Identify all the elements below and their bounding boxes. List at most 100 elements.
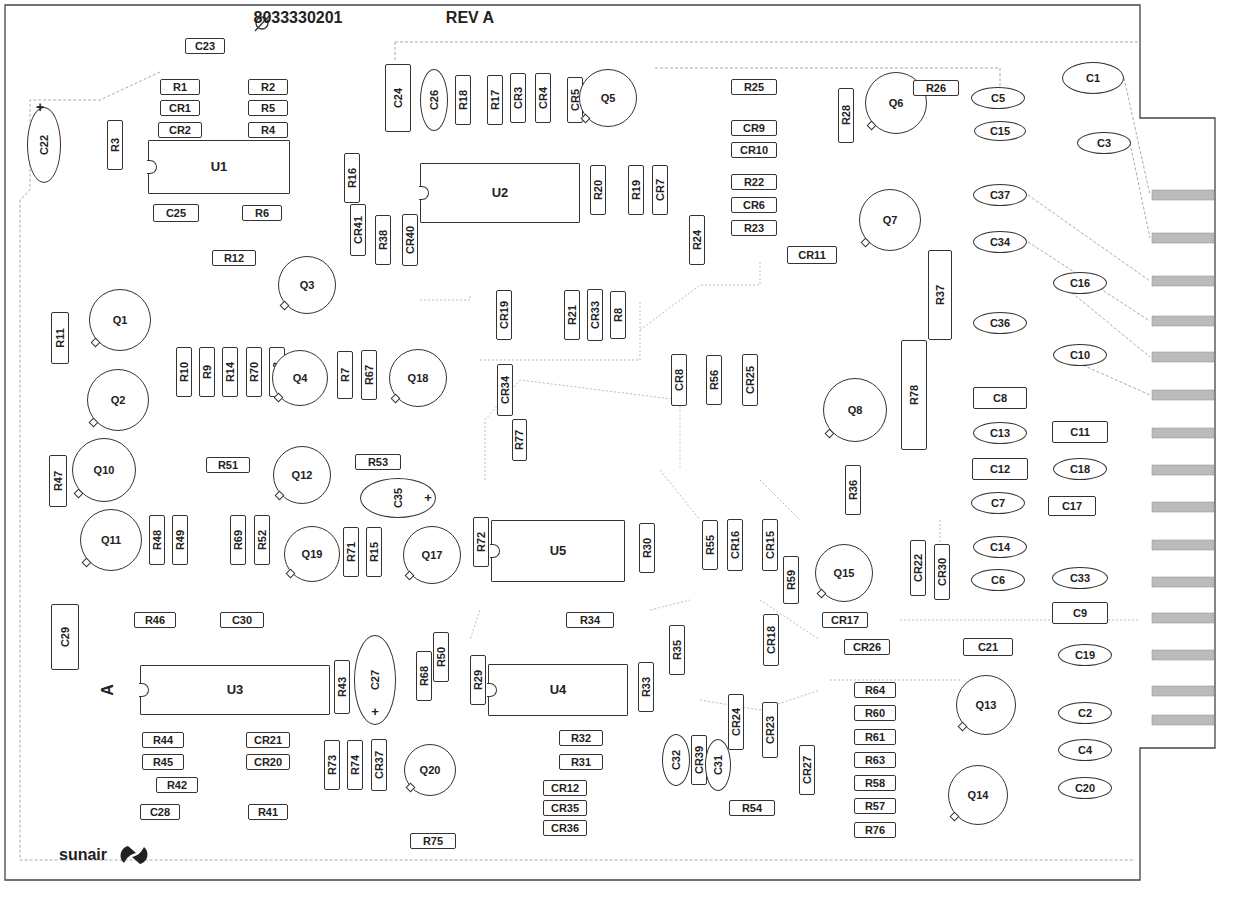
reference-designator: R14 (224, 362, 236, 382)
reference-designator: C23 (195, 40, 215, 52)
part-outline: R21 (564, 290, 580, 340)
part-outline: R53 (355, 454, 401, 470)
part-outline: CR26 (844, 639, 890, 655)
reference-designator: CR34 (499, 376, 511, 404)
reference-designator: C29 (59, 627, 71, 647)
reference-designator: R24 (691, 230, 703, 250)
part-outline: C30 (220, 612, 264, 628)
reference-designator: Q4 (293, 372, 308, 384)
reference-designator: R18 (457, 90, 469, 110)
capacitor-outline: C15 (974, 121, 1026, 141)
part-outline: R71 (343, 527, 359, 577)
reference-designator: R1 (173, 81, 187, 93)
reference-designator: C14 (990, 541, 1010, 553)
part-outline: R28 (838, 88, 854, 143)
part-outline: R46 (134, 612, 176, 628)
part-outline: R32 (559, 730, 603, 746)
capacitor-outline: C13 (973, 422, 1027, 444)
part-outline: R16 (344, 153, 360, 203)
polarity-mark: + (371, 705, 379, 719)
reference-designator: CR30 (936, 558, 948, 586)
reference-designator: CR36 (551, 822, 579, 834)
ic-outline: U3 (140, 665, 330, 715)
reference-designator: CR1 (169, 102, 191, 114)
part-outline: CR7 (652, 165, 668, 215)
reference-designator: R19 (630, 180, 642, 200)
reference-designator: C10 (1070, 349, 1090, 361)
transistor-outline: Q4 (272, 350, 328, 406)
part-outline: CR1 (160, 100, 200, 116)
reference-designator: C34 (990, 236, 1010, 248)
part-outline: CR8 (671, 354, 687, 406)
reference-designator: R9 (201, 365, 213, 379)
part-outline: R60 (854, 705, 896, 721)
reference-designator: Q3 (300, 279, 315, 291)
part-outline: R47 (49, 455, 67, 507)
transistor-tab (950, 812, 960, 822)
ic-notch (490, 544, 500, 558)
part-outline: R29 (470, 655, 486, 705)
part-outline: R5 (248, 100, 288, 116)
reference-designator: CR3 (512, 87, 524, 109)
part-outline: CR9 (731, 120, 777, 136)
reference-designator: CR41 (352, 216, 364, 244)
reference-designator: C31 (712, 755, 724, 775)
part-outline: R10 (176, 347, 192, 397)
reference-designator: R58 (865, 777, 885, 789)
reference-designator: R56 (708, 370, 720, 390)
reference-designator: R2 (261, 81, 275, 93)
part-outline: R61 (854, 729, 896, 745)
reference-designator: C5 (991, 92, 1005, 104)
reference-designator: R32 (571, 732, 591, 744)
reference-designator: R38 (377, 230, 389, 250)
part-outline: CR18 (763, 614, 779, 666)
reference-designator: C36 (990, 317, 1010, 329)
reference-designator: R6 (255, 207, 269, 219)
reference-designator: C13 (990, 427, 1010, 439)
part-outline: R78 (901, 340, 927, 450)
part-outline: C28 (140, 804, 180, 820)
reference-designator: CR19 (498, 301, 510, 329)
part-outline: R54 (729, 800, 775, 816)
reference-designator: R11 (54, 328, 66, 348)
capacitor-outline: C3 (1077, 132, 1131, 154)
part-outline: CR22 (910, 540, 926, 596)
capacitor-outline: C19 (1058, 644, 1112, 666)
reference-designator: CR17 (831, 614, 859, 626)
reference-designator: C24 (392, 88, 404, 108)
capacitor-outline: C10 (1053, 344, 1107, 366)
part-outline: R17 (487, 75, 503, 125)
transistor-outline: Q11 (80, 509, 142, 571)
part-outline: C12 (972, 458, 1028, 480)
reference-designator: C3 (1097, 137, 1111, 149)
ic-outline: U1 (148, 140, 290, 194)
reference-designator: R72 (475, 532, 487, 552)
revision-mark: REV A (446, 9, 494, 27)
part-outline: CR20 (246, 754, 290, 770)
reference-designator: C26 (428, 90, 440, 110)
part-outline: R68 (416, 651, 432, 701)
reference-designator: CR12 (551, 782, 579, 794)
reference-designator: R44 (153, 734, 173, 746)
transistor-tab (286, 569, 296, 579)
part-outline: C23 (185, 38, 225, 54)
reference-designator: R59 (785, 570, 797, 590)
reference-designator: CR25 (744, 366, 756, 394)
sunair-logo (121, 846, 148, 864)
part-outline: R9 (199, 347, 215, 397)
transistor-outline: Q1 (89, 289, 151, 351)
transistor-outline: Q5 (579, 69, 637, 127)
part-outline: R49 (172, 515, 188, 565)
capacitor-outline: C26 (420, 69, 448, 131)
part-outline: R75 (410, 833, 456, 849)
reference-designator: R42 (167, 779, 187, 791)
reference-designator: R57 (865, 800, 885, 812)
reference-designator: R15 (368, 542, 380, 562)
part-outline: CR19 (496, 290, 512, 340)
reference-designator: R22 (744, 176, 764, 188)
part-outline: R4 (248, 122, 288, 138)
transistor-tab (89, 418, 99, 428)
part-outline: C11 (1052, 421, 1108, 443)
reference-designator: R46 (145, 614, 165, 626)
transistor-tab (825, 429, 835, 439)
